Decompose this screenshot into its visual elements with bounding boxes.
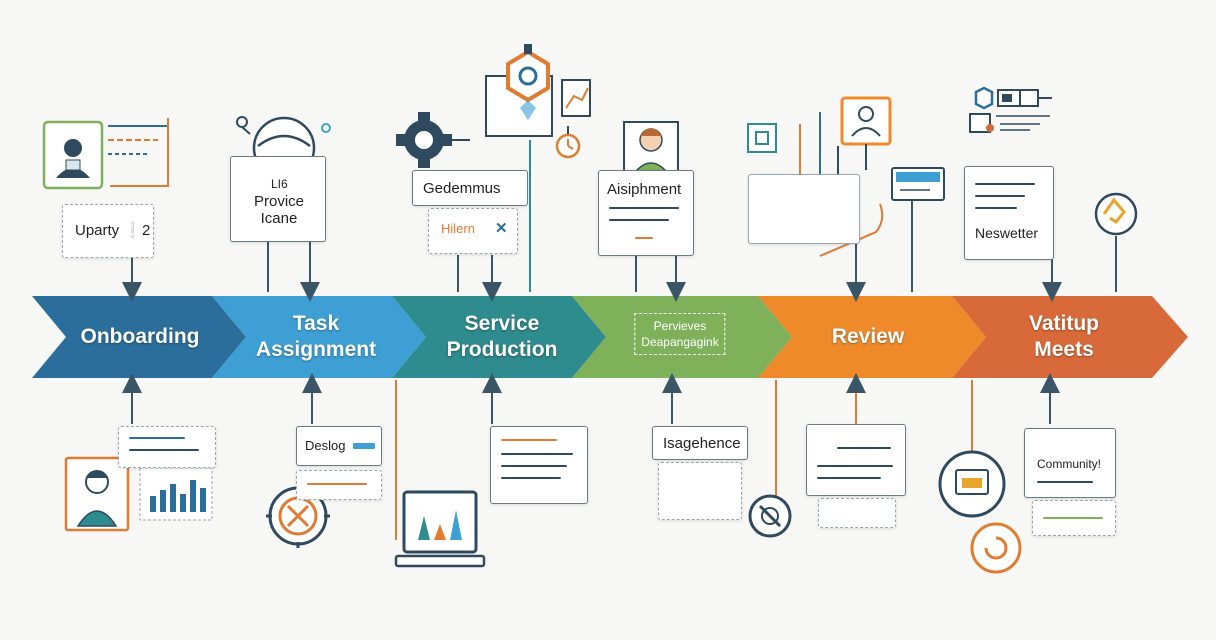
target-icon bbox=[748, 494, 792, 538]
review-top-card[interactable] bbox=[748, 174, 860, 244]
chart-icon bbox=[969, 86, 1052, 133]
onboarding-bottom-card[interactable] bbox=[118, 426, 216, 468]
review-bottom-sub-card[interactable] bbox=[818, 498, 896, 528]
service-bottom-card-line bbox=[501, 477, 561, 479]
gear-icon bbox=[396, 112, 470, 168]
refresh-icon bbox=[970, 522, 1022, 574]
deslog-card[interactable]: Deslog bbox=[296, 426, 382, 466]
isagehence-sub-card[interactable] bbox=[658, 462, 742, 520]
review-bottom-card-line bbox=[817, 477, 881, 479]
task-top-card-small-label: LI6 bbox=[271, 177, 288, 191]
stage-label-review: Review bbox=[831, 325, 905, 348]
monitor-icon bbox=[891, 167, 945, 201]
task-top-card[interactable]: LI6 Provice Icane bbox=[230, 156, 326, 242]
service-bottom-card[interactable] bbox=[490, 426, 588, 504]
service-sub-card[interactable]: Hilern ✕ bbox=[428, 208, 518, 254]
onboarding-top-card[interactable]: Uparty ❕2 bbox=[62, 204, 154, 258]
isagehence-card-label: Isagehence bbox=[663, 435, 741, 452]
laptop-chart-icon bbox=[394, 490, 486, 568]
pin-check-icon bbox=[1094, 192, 1138, 236]
stage-chevron-vatitup-meets[interactable] bbox=[952, 296, 1188, 378]
person-avatar-icon bbox=[623, 121, 679, 177]
newsletter-top-card-line bbox=[975, 195, 1025, 197]
stage-label-service-production: Service Production bbox=[446, 312, 558, 361]
review-bottom-card-line bbox=[837, 447, 891, 449]
onboarding-top-card-label: Uparty ❕2 bbox=[75, 222, 151, 239]
compass-icon bbox=[266, 484, 330, 548]
clock-icon bbox=[555, 126, 581, 159]
service-sub-close-icon[interactable]: ✕ bbox=[495, 220, 508, 237]
newsletter-top-card-label: Neswetter bbox=[975, 225, 1039, 241]
stage-chevron-pervieves[interactable] bbox=[572, 296, 792, 378]
deslog-card-bar bbox=[353, 443, 375, 449]
stage-label-onboarding: Onboarding bbox=[80, 325, 200, 348]
stage-label-task-assignment: Task Assignment bbox=[255, 312, 377, 361]
deslog-sub-card[interactable] bbox=[296, 470, 382, 500]
community-card-line bbox=[1037, 481, 1093, 483]
stage-chevron-review[interactable] bbox=[758, 296, 986, 378]
community-card[interactable]: Community! bbox=[1024, 428, 1116, 498]
monitor-icon bbox=[938, 450, 1006, 518]
service-bottom-card-line bbox=[501, 453, 573, 455]
onboarding-bottom-card-line bbox=[129, 449, 199, 451]
service-bottom-card-line bbox=[501, 465, 567, 467]
task-top-card-label: Provice Icane bbox=[253, 193, 305, 227]
stage-label-pervieves: Pervieves Deapangagink bbox=[634, 313, 726, 355]
service-top-card-label: Gedemmus bbox=[423, 180, 501, 197]
person-avatar-icon bbox=[64, 456, 130, 532]
stage-chevron-onboarding[interactable] bbox=[32, 296, 246, 378]
service-sub-card-label: Hilern bbox=[441, 221, 475, 236]
bar-chart-icon bbox=[139, 467, 213, 521]
community-sub-card[interactable] bbox=[1032, 500, 1116, 536]
review-bottom-card-line bbox=[817, 465, 893, 467]
stage-label-vatitup-meets: Vatitup Meets bbox=[1028, 312, 1100, 361]
newsletter-top-card[interactable]: Neswetter bbox=[964, 166, 1054, 260]
service-bottom-card-line bbox=[501, 439, 557, 441]
stage-chevron-task-assignment[interactable] bbox=[212, 296, 426, 378]
assign-top-card[interactable]: Aisiphment bbox=[598, 170, 694, 256]
community-sub-card-line bbox=[1043, 517, 1103, 519]
deslog-sub-card-line bbox=[307, 483, 367, 485]
deslog-card-label: Deslog bbox=[305, 438, 346, 453]
newsletter-top-card-line bbox=[975, 207, 1017, 209]
face-card-icon bbox=[840, 96, 892, 170]
stage-chevron-service-production[interactable] bbox=[392, 296, 606, 378]
assign-top-card-line bbox=[609, 219, 669, 221]
hexagon-gear-icon bbox=[485, 44, 591, 137]
onboarding-bottom-card-line bbox=[129, 437, 185, 439]
person-badge-icon bbox=[42, 118, 169, 190]
review-bottom-card[interactable] bbox=[806, 424, 906, 496]
assign-top-card-label: Aisiphment bbox=[607, 181, 682, 198]
assign-top-card-line bbox=[635, 237, 653, 239]
newsletter-top-card-line bbox=[975, 183, 1035, 185]
service-top-card[interactable]: Gedemmus bbox=[412, 170, 528, 206]
community-card-label: Community! bbox=[1037, 457, 1102, 471]
isagehence-card[interactable]: Isagehence bbox=[652, 426, 748, 460]
assign-top-card-line bbox=[609, 207, 679, 209]
